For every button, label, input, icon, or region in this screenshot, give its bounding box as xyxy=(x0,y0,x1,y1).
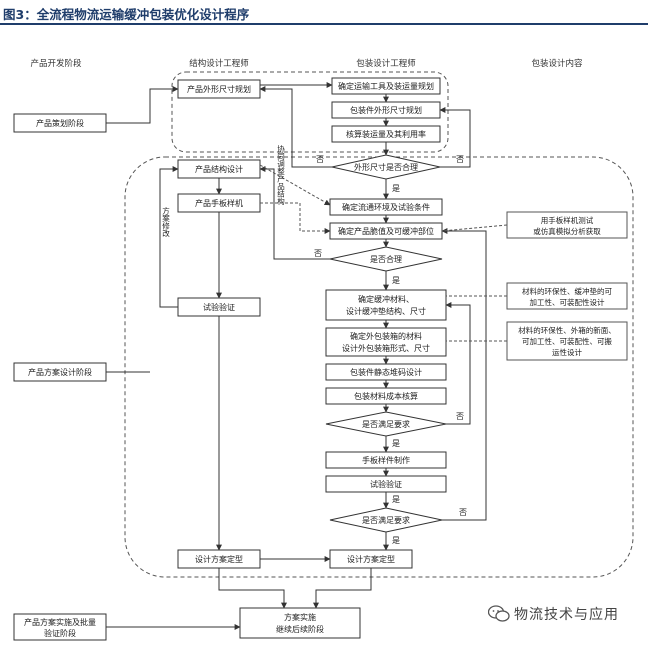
flow-planning-to-appearance xyxy=(106,86,179,124)
box-labels: 产品策划阶段 产品方案设计阶段 产品方案实施及批量 验证阶段 产品外形尺寸规划 … xyxy=(24,81,434,638)
col-header-packaging-eng: 包装设计工程师 xyxy=(356,58,416,69)
final-step-label-1: 方案实施 xyxy=(284,612,316,622)
label-yes-test: 是 xyxy=(392,495,400,504)
structure-prototype-label: 产品手板样机 xyxy=(195,198,243,208)
dash-prototype-to-fragility xyxy=(260,202,331,234)
pkg-stacking-label: 包装件静态堆码设计 xyxy=(350,367,422,377)
side-note-adjust-structure: 协同调整产品结构 xyxy=(276,144,285,207)
stage-scheme-label: 产品方案设计阶段 xyxy=(28,367,92,377)
stage-planning-label: 产品策划阶段 xyxy=(36,118,84,128)
label-no-meet-1: 否 xyxy=(456,412,464,421)
pkg-fragility-label: 确定产品脆值及可缓冲部位 xyxy=(338,226,434,236)
annotation-labels: 用手板样机测试 或仿真模拟分析获取 材料的环保性、缓冲垫的可 加工性、可装配性设… xyxy=(518,215,616,357)
pkg-transport-label: 确定运输工具及装运量规划 xyxy=(338,81,434,91)
dash-annotation-to-fragility xyxy=(441,224,508,232)
pkg-outer-box xyxy=(325,327,447,357)
decision-meet-req-1-label: 是否满足要求 xyxy=(362,419,410,429)
flow-meet-req-1-no-loop xyxy=(445,302,471,425)
label-no-dims-left: 否 xyxy=(316,155,324,164)
flow-dims-no-to-appearance xyxy=(259,86,332,168)
flow-dims-no-loop xyxy=(439,107,471,168)
annotation-prototype-label-1: 用手板样机测试 xyxy=(541,215,594,225)
pkg-volume-label: 核算装运量及其利用率 xyxy=(346,129,426,139)
decision-reasonable xyxy=(329,246,443,272)
pkg-test-label: 试验验证 xyxy=(370,479,402,489)
planning-region xyxy=(171,71,449,153)
title-rule xyxy=(0,23,648,25)
label-no-meet-2: 否 xyxy=(459,508,467,517)
wechat-icon xyxy=(488,605,510,622)
figure-title: 图3：全流程物流运输缓冲包装优化设计程序 xyxy=(3,7,250,22)
yes-no-labels: 否 否 是 否 是 否 是 是 否 是 xyxy=(314,155,467,545)
decision-reasonable-label: 是否合理 xyxy=(370,254,402,264)
annotation-outer-label-2: 可加工性、可装配性、可搬 xyxy=(522,336,612,346)
pkg-cushion-label-1: 确定缓冲材料、 xyxy=(358,294,414,304)
label-yes-meet-2: 是 xyxy=(392,536,400,545)
final-step-box xyxy=(239,607,361,639)
structure-test-label: 试验验证 xyxy=(203,302,235,312)
pkg-outer-label-2: 设计外包装箱形式、尺寸 xyxy=(342,343,430,353)
structure-appearance-label: 产品外形尺寸规划 xyxy=(187,84,251,94)
pkg-cushion-label-2: 设计缓冲垫结构、尺寸 xyxy=(346,306,426,316)
label-yes-meet-1: 是 xyxy=(392,439,400,448)
label-no-reasonable: 否 xyxy=(314,249,322,258)
side-notes: 方案修改 协同调整产品结构 xyxy=(161,144,285,239)
stage-implementation-label-1: 产品方案实施及批量 xyxy=(24,617,96,627)
annotation-prototype-label-2: 或仿真模拟分析获取 xyxy=(533,226,601,236)
watermark-text: 物流技术与应用 xyxy=(514,607,619,623)
label-yes-dims: 是 xyxy=(392,184,400,193)
label-no-dims-right: 否 xyxy=(456,155,464,164)
side-note-scheme-modify: 方案修改 xyxy=(161,206,170,239)
flow-structure-finalize-to-final xyxy=(218,568,287,609)
pkg-cost-label: 包装材料成本核算 xyxy=(354,391,418,401)
pkg-cushion-box xyxy=(325,289,447,321)
decision-meet-req-2-label: 是否满足要求 xyxy=(362,515,410,525)
decision-dims-ok-label: 外形尺寸是否合理 xyxy=(354,162,418,172)
flow-structure-modify-loop xyxy=(159,166,179,308)
column-headers: 产品开发阶段 结构设计工程师 包装设计工程师 包装设计内容 xyxy=(30,58,583,69)
annotation-cushion-label-1: 材料的环保性、缓冲垫的可 xyxy=(522,286,612,296)
dashed-links xyxy=(259,164,508,342)
structure-design-label: 产品结构设计 xyxy=(195,164,243,174)
pkg-outer-label-1: 确定外包装箱的材料 xyxy=(350,331,422,341)
flow-reasonable-no-loop xyxy=(259,166,330,260)
annotation-outer-label-1: 材料的环保性、外箱的新面、 xyxy=(518,325,616,335)
annotation-cushion-box xyxy=(506,282,628,310)
flow-meet-req-2-no-loop xyxy=(441,228,487,521)
label-yes-reasonable: 是 xyxy=(392,276,400,285)
pkg-finalize-label: 设计方案定型 xyxy=(347,554,395,564)
pkg-dims-label: 包装件外形尺寸规划 xyxy=(350,105,422,115)
annotation-cushion-label-2: 加工性、可装配性设计 xyxy=(530,297,605,307)
annotation-prototype-box xyxy=(506,211,628,239)
col-header-packaging-content: 包装设计内容 xyxy=(531,58,583,69)
annotation-outer-label-3: 运性设计 xyxy=(552,347,582,357)
decisions xyxy=(325,154,447,533)
watermark: 物流技术与应用 xyxy=(488,604,619,624)
dash-structure-to-env xyxy=(259,164,331,206)
flow-pkg-finalize-to-final xyxy=(313,568,372,609)
final-step-label-2: 继续后续阶段 xyxy=(276,624,324,634)
col-header-structure-eng: 结构设计工程师 xyxy=(189,58,249,69)
col-header-product-dev: 产品开发阶段 xyxy=(30,58,82,69)
annotation-boxes xyxy=(506,211,628,361)
pkg-env-label: 确定流通环境及试验条件 xyxy=(342,202,430,212)
stage-implementation-label-2: 验证阶段 xyxy=(44,628,76,638)
pkg-sample-label: 手板样件制作 xyxy=(362,455,410,465)
connectors xyxy=(106,82,487,630)
structure-finalize-label: 设计方案定型 xyxy=(195,554,243,564)
